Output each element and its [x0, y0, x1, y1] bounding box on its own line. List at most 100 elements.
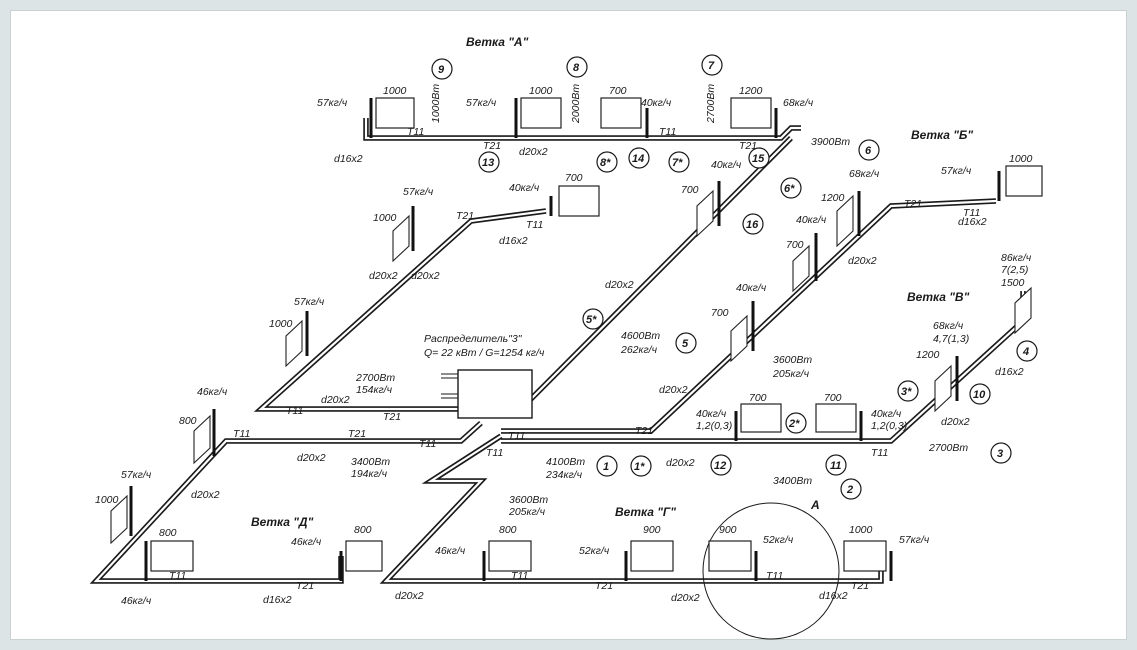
section-numbers: 1 1* 2 2* 3 3* 4 5 5* 6 6* 7 7* 8 8* 9 1…	[431, 54, 1038, 500]
section-16: 16	[742, 213, 764, 235]
svg-text:T11: T11	[766, 570, 783, 582]
svg-text:2000Вт: 2000Вт	[570, 84, 582, 124]
svg-text:7(2,5): 7(2,5)	[1001, 264, 1028, 276]
section-1: 1	[596, 455, 618, 477]
section-9: 9	[431, 58, 453, 80]
radiator-v2: 1200 68кг/ч 4,7(1,3)	[916, 320, 969, 413]
svg-text:40кг/ч: 40кг/ч	[696, 408, 727, 420]
svg-text:46кг/ч: 46кг/ч	[435, 545, 466, 557]
svg-text:40кг/ч: 40кг/ч	[711, 159, 742, 171]
svg-text:4: 4	[1022, 346, 1029, 358]
section-6s: 6*	[780, 177, 802, 199]
svg-text:T21: T21	[483, 140, 501, 152]
radiator-l2: 1000 57кг/ч	[269, 296, 325, 368]
svg-text:700: 700	[609, 85, 627, 97]
svg-text:d16x2: d16x2	[995, 366, 1024, 378]
svg-text:8*: 8*	[600, 157, 611, 169]
section-11: 11	[825, 454, 847, 476]
svg-text:46кг/ч: 46кг/ч	[121, 595, 152, 607]
svg-text:1000: 1000	[383, 85, 407, 97]
svg-text:1200: 1200	[821, 192, 845, 204]
svg-text:T11: T11	[286, 405, 303, 417]
svg-text:d16x2: d16x2	[263, 594, 292, 606]
section-8: 8	[566, 56, 588, 78]
svg-text:40кг/ч: 40кг/ч	[736, 282, 767, 294]
section-12: 12	[710, 454, 732, 476]
svg-text:800: 800	[159, 527, 177, 539]
pipe-branch-a-diagonal	[493, 136, 793, 412]
svg-text:57кг/ч: 57кг/ч	[294, 296, 325, 308]
svg-text:6: 6	[865, 145, 872, 157]
svg-text:3900Вт: 3900Вт	[811, 136, 850, 148]
svg-text:T21: T21	[348, 428, 366, 440]
radiator-d2: 800 46кг/ч	[291, 524, 383, 581]
radiator-g4: 1000 57кг/ч	[843, 524, 930, 581]
svg-text:3600Вт: 3600Вт	[509, 494, 548, 506]
svg-text:700: 700	[749, 392, 767, 404]
radiator-v3: 700 40кг/ч 1,2(0,3)	[696, 392, 782, 441]
svg-text:86кг/ч: 86кг/ч	[1001, 252, 1032, 264]
radiator-b2: 1200 68кг/ч	[821, 168, 880, 248]
svg-text:57кг/ч: 57кг/ч	[899, 534, 930, 546]
svg-text:1500: 1500	[1001, 277, 1025, 289]
svg-text:d20x2: d20x2	[297, 452, 326, 464]
svg-text:T11: T11	[486, 447, 503, 459]
svg-text:d20x2: d20x2	[659, 384, 688, 396]
svg-text:T11: T11	[871, 447, 888, 459]
radiators-isometric: 700 40кг/ч 1200 68кг/ч 700 40кг/ч 700 40…	[95, 159, 1032, 545]
svg-text:46кг/ч: 46кг/ч	[197, 386, 228, 398]
radiator-b4: 700 40кг/ч	[711, 282, 767, 363]
svg-text:9: 9	[438, 64, 445, 76]
radiator-b3: 700 40кг/ч	[786, 214, 827, 293]
section-15: 15	[748, 147, 770, 169]
svg-text:68кг/ч: 68кг/ч	[933, 320, 964, 332]
svg-text:16: 16	[746, 219, 759, 231]
svg-text:T21: T21	[296, 580, 314, 592]
svg-text:d20x2: d20x2	[666, 457, 695, 469]
radiator-d1: 800 46кг/ч	[121, 527, 194, 607]
svg-text:d20x2: d20x2	[321, 394, 350, 406]
radiator-l4: 800 46кг/ч	[179, 386, 228, 465]
svg-text:10: 10	[973, 389, 986, 401]
svg-text:1200: 1200	[916, 349, 940, 361]
svg-text:T21: T21	[595, 580, 613, 592]
svg-text:11: 11	[830, 460, 841, 472]
svg-text:T21: T21	[456, 210, 474, 222]
svg-text:700: 700	[786, 239, 804, 251]
distributor-box	[457, 369, 533, 419]
svg-text:40кг/ч: 40кг/ч	[641, 97, 672, 109]
section-10: 10	[969, 383, 991, 405]
svg-text:52кг/ч: 52кг/ч	[763, 534, 794, 546]
svg-text:2700Вт: 2700Вт	[355, 372, 395, 384]
svg-text:T21: T21	[635, 425, 653, 437]
svg-text:2*: 2*	[788, 418, 800, 430]
svg-text:d20x2: d20x2	[671, 592, 700, 604]
svg-text:T11: T11	[508, 430, 525, 442]
svg-text:4,7(1,3): 4,7(1,3)	[933, 333, 969, 345]
svg-text:6*: 6*	[784, 183, 795, 195]
svg-text:T11: T11	[526, 219, 543, 231]
svg-text:68кг/ч: 68кг/ч	[849, 168, 880, 180]
section-7: 7	[701, 54, 723, 76]
svg-text:1,2(0,3): 1,2(0,3)	[871, 420, 907, 432]
section-7s: 7*	[668, 151, 690, 173]
svg-text:5*: 5*	[586, 314, 597, 326]
section-4: 4	[1016, 340, 1038, 362]
svg-text:1000Вт: 1000Вт	[430, 84, 442, 123]
svg-text:T11: T11	[169, 570, 186, 582]
svg-text:T11: T11	[511, 570, 528, 582]
radiator-c2: 700 40кг/ч	[681, 159, 742, 238]
svg-text:700: 700	[824, 392, 842, 404]
section-5: 5	[675, 332, 697, 354]
svg-text:1*: 1*	[634, 461, 645, 473]
svg-text:4600Вт: 4600Вт	[621, 330, 660, 342]
svg-text:d20x2: d20x2	[941, 416, 970, 428]
svg-text:7: 7	[708, 60, 715, 72]
svg-text:57кг/ч: 57кг/ч	[466, 97, 497, 109]
detail-mark: А	[810, 498, 820, 512]
svg-text:d16x2: d16x2	[819, 590, 848, 602]
svg-text:15: 15	[752, 153, 765, 165]
svg-text:3*: 3*	[901, 386, 912, 398]
svg-text:T11: T11	[407, 126, 424, 138]
pipe-diameters: d16x2 d20x2 d16x2 d16x2 d20x2 d20x2 d20x…	[191, 146, 1024, 606]
